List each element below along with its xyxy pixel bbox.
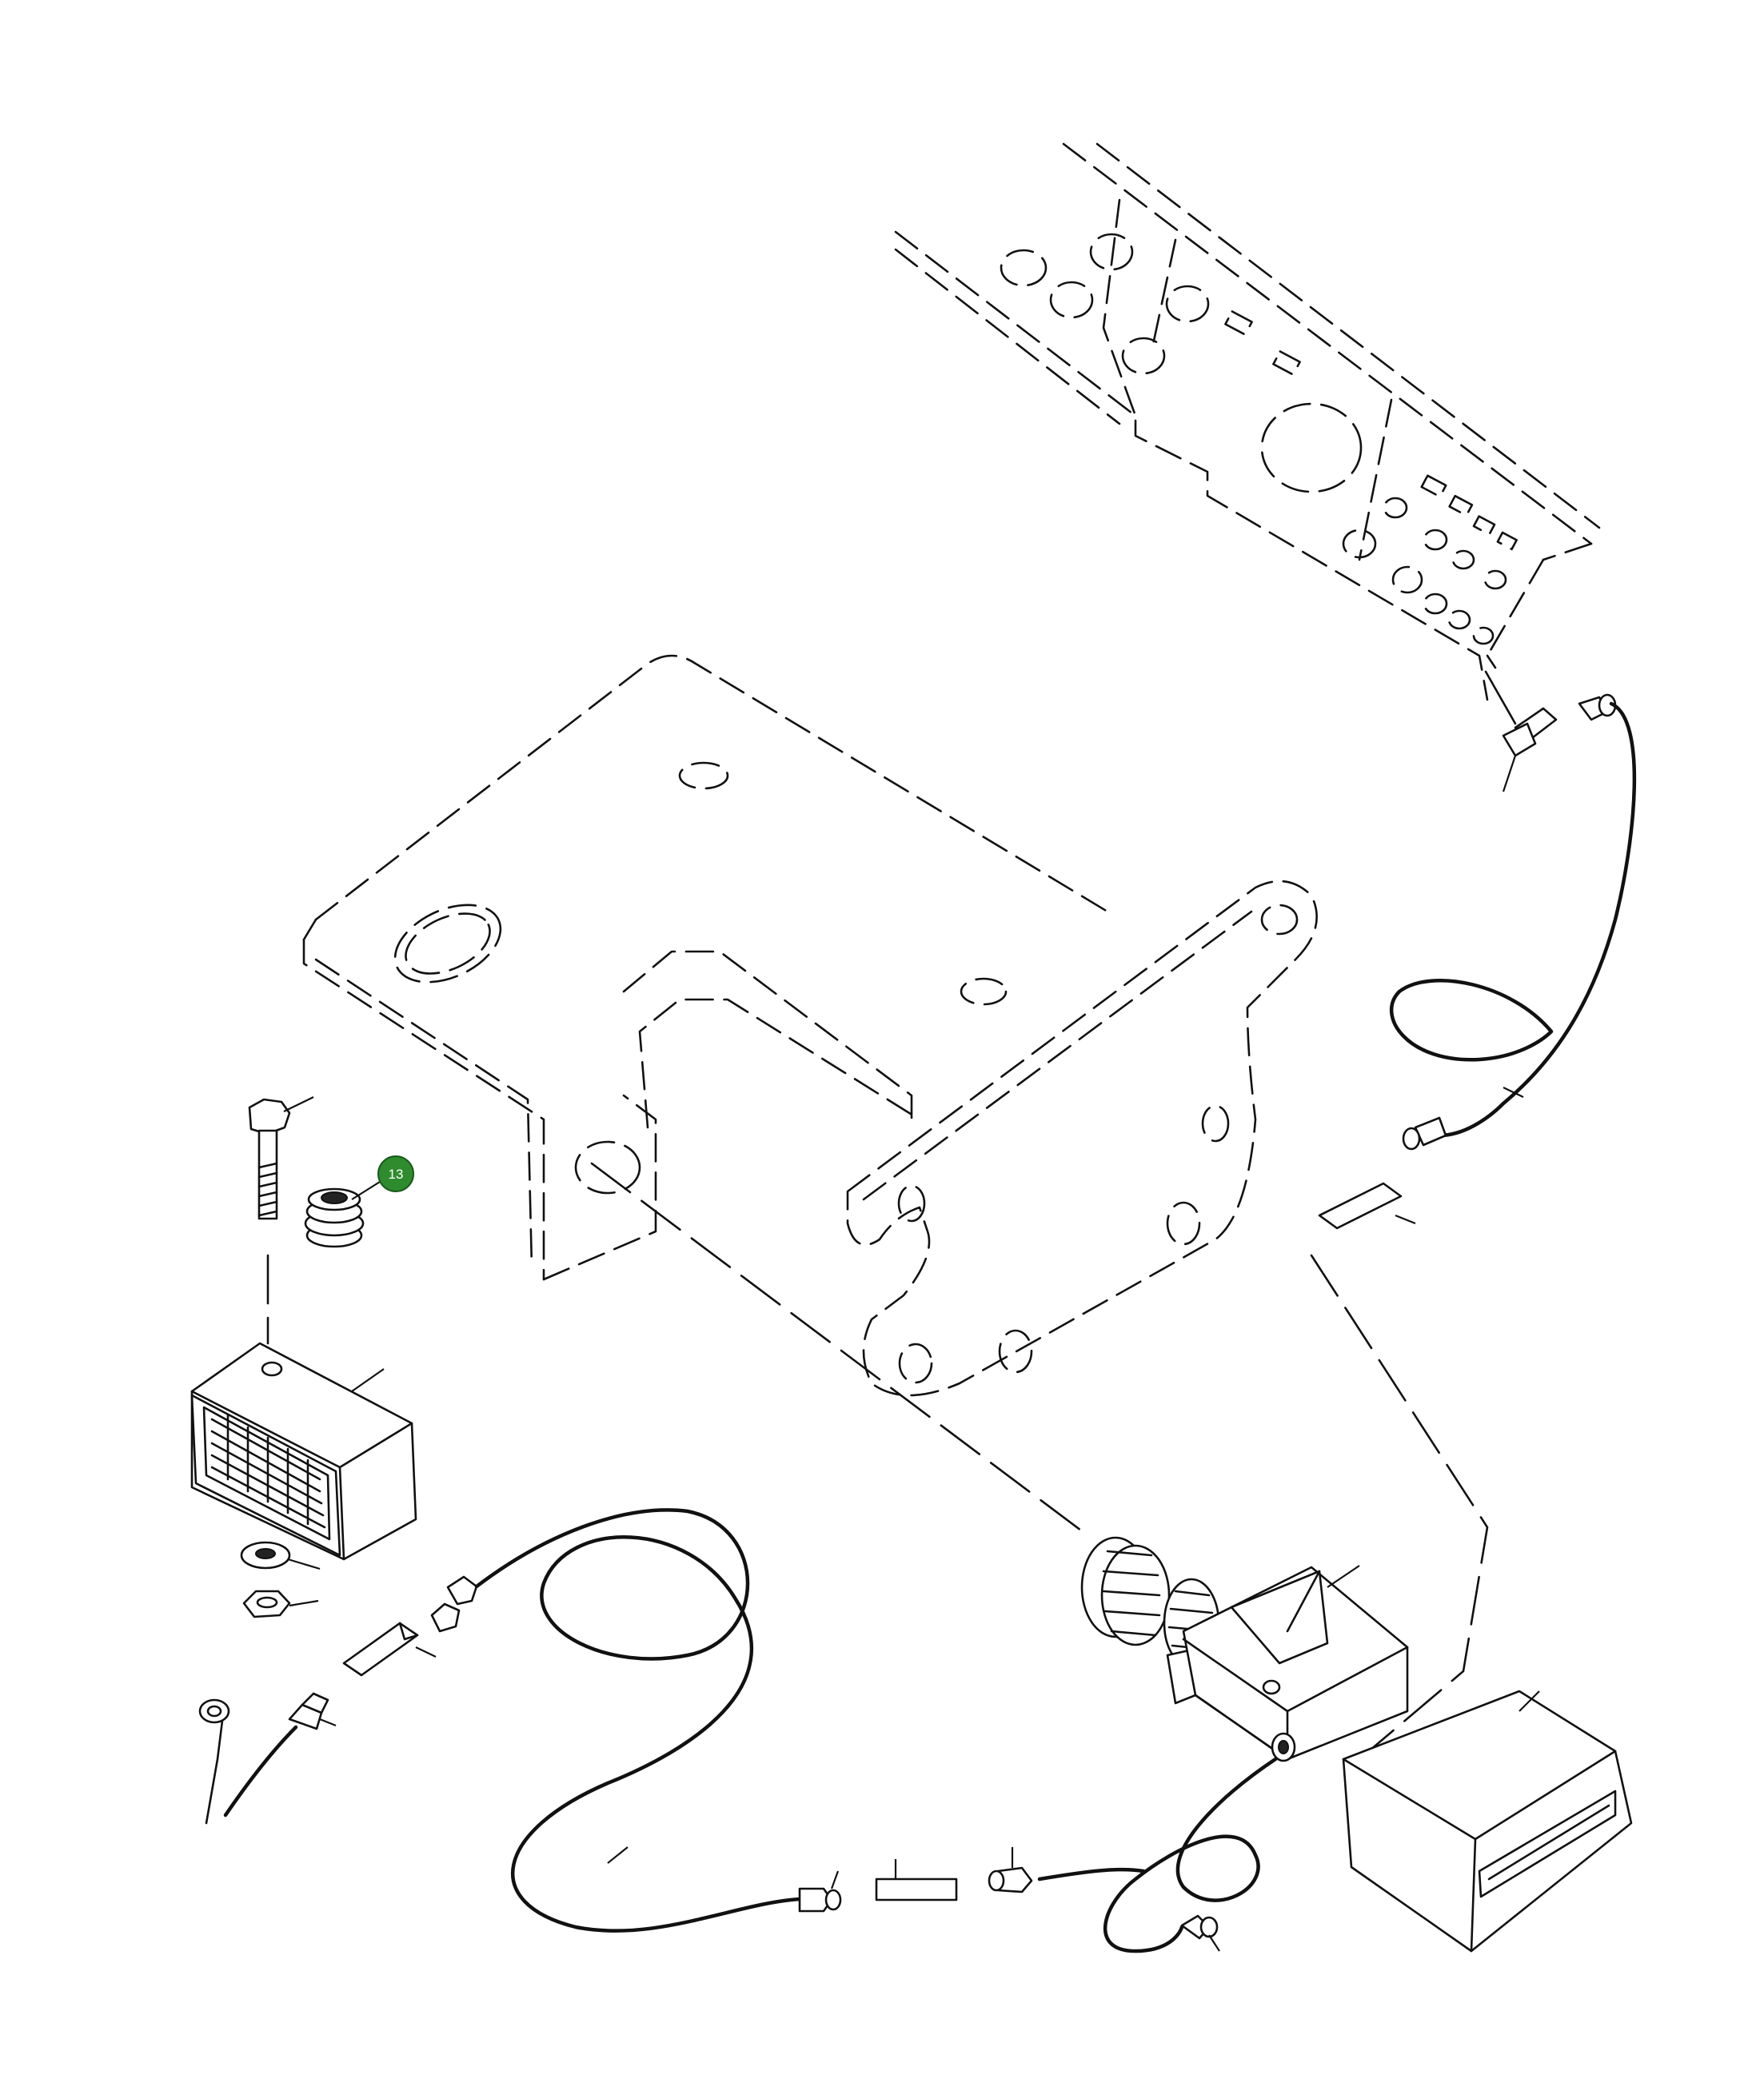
harness-loop-upper — [1389, 670, 1637, 1151]
mounting-bracket-phantom — [302, 654, 1318, 1397]
callout-13-label[interactable]: 13 — [389, 1167, 404, 1182]
bolt — [248, 1096, 314, 1220]
frame-rail-phantom — [894, 142, 1601, 701]
splice-sleeve-bottom — [875, 1859, 958, 1901]
pressure-switch — [1080, 1536, 1409, 1762]
harness-loop-lower — [430, 1508, 842, 1933]
callout-13[interactable]: 13 — [377, 1155, 414, 1192]
connector-housing — [190, 1342, 417, 1561]
splice-sleeve-left — [342, 1622, 437, 1677]
callout-13-marker[interactable] — [377, 1155, 414, 1192]
grommet — [304, 1181, 381, 1248]
nut — [242, 1590, 319, 1618]
washer — [240, 1541, 321, 1570]
harness-switch-lead — [988, 1757, 1278, 1953]
assembly-centerlines — [266, 654, 1497, 1761]
splice-sleeve-right — [1318, 1182, 1416, 1230]
module-cover — [1342, 1690, 1633, 1953]
harness-lead-lower-left — [198, 1692, 337, 1825]
